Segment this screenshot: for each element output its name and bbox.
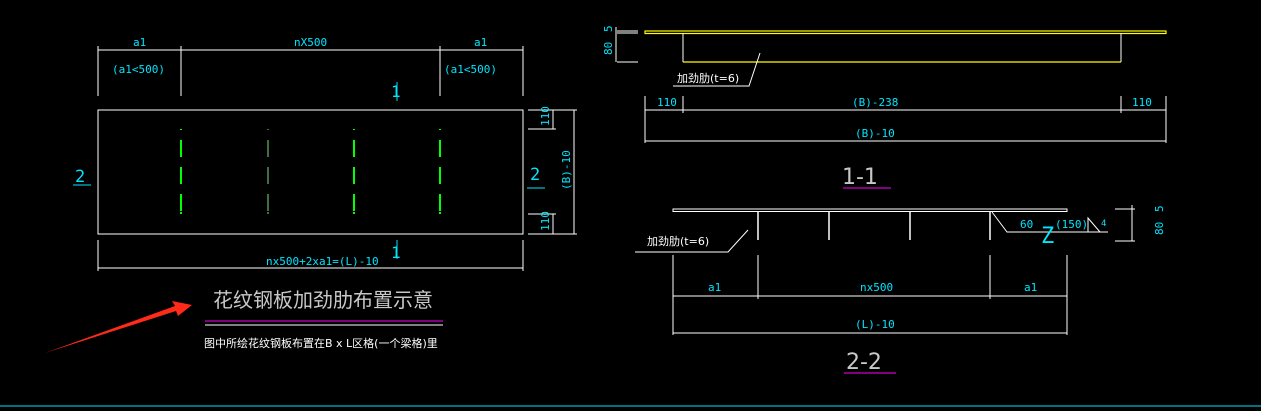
dim-total-length: nx500+2xa1=(L)-10 [266,255,379,268]
stiffener-ribs [757,212,991,240]
checkered-plate-outline [97,109,524,235]
drawing-note: 图中所绘花纹钢板布置在B x L区格(一个梁格)里 [204,336,438,350]
dim-a1-right: a1 [1024,281,1037,294]
dim-b-minus-10: (B)-10 [560,150,573,190]
section-mark-1-bottom: 1 [391,243,401,262]
note-a1-left: (a1<500) [112,63,165,76]
dim-l-minus-10: (L)-10 [855,318,895,331]
dim-nx500: nx500 [860,281,893,294]
dim-thickness-5: 5 [1153,205,1166,212]
section-mark-2-right: 2 [530,165,540,185]
section-mark-2-left: 2 [75,167,85,187]
section-mark-1-top: 1 [391,82,401,101]
weld-size: 4 [1101,219,1106,229]
note-a1-right: (a1<500) [444,63,497,76]
section-2-2: 加劲肋(t=6) 60 Z (150) 4 5 80 a1 nx500 a1 (… [635,205,1166,375]
section-title-1-1: 1-1 [842,165,878,190]
weld-symbol: Z [1041,224,1054,249]
rib-label: 加劲肋(t=6) [677,71,739,85]
weld-length: 60 [1020,218,1033,231]
dim-110-top: 110 [539,106,552,126]
red-arrow-annotation [45,301,192,353]
dim-height-80: 80 [1153,222,1166,235]
dim-a1-left: a1 [708,281,721,294]
plate-section [644,30,1167,35]
dim-b-minus-238: (B)-238 [852,96,898,109]
plan-view: a1 nX500 a1 (a1<500) (a1<500) 1 1 2 2 11… [73,36,577,271]
dim-a1-right: a1 [474,36,487,49]
dim-110-left: 110 [657,96,677,109]
section-1-1: 5 80 加劲肋(t=6) 110 (B)-238 110 (B)-10 1-1 [602,25,1167,190]
dim-nx500: nX500 [294,36,327,49]
weld-leader [991,211,1108,233]
dim-b-minus-10: (B)-10 [855,127,895,140]
dim-a1-left: a1 [133,36,146,49]
rib-label: 加劲肋(t=6) [647,234,709,248]
dim-110-right: 110 [1132,96,1152,109]
drawing-title: 花纹钢板加劲肋布置示意 [213,288,433,312]
weld-pitch: (150) [1055,218,1088,231]
rib-leader [673,52,761,87]
dim-110-bottom: 110 [539,211,552,231]
dim-thickness-5: 5 [602,25,615,32]
dim-height-80: 80 [602,42,615,55]
section-title-2-2: 2-2 [846,350,882,375]
fillet-weld-triangle-icon [1087,216,1101,233]
stiffener-lines [180,129,441,214]
plate-section [672,208,1068,212]
